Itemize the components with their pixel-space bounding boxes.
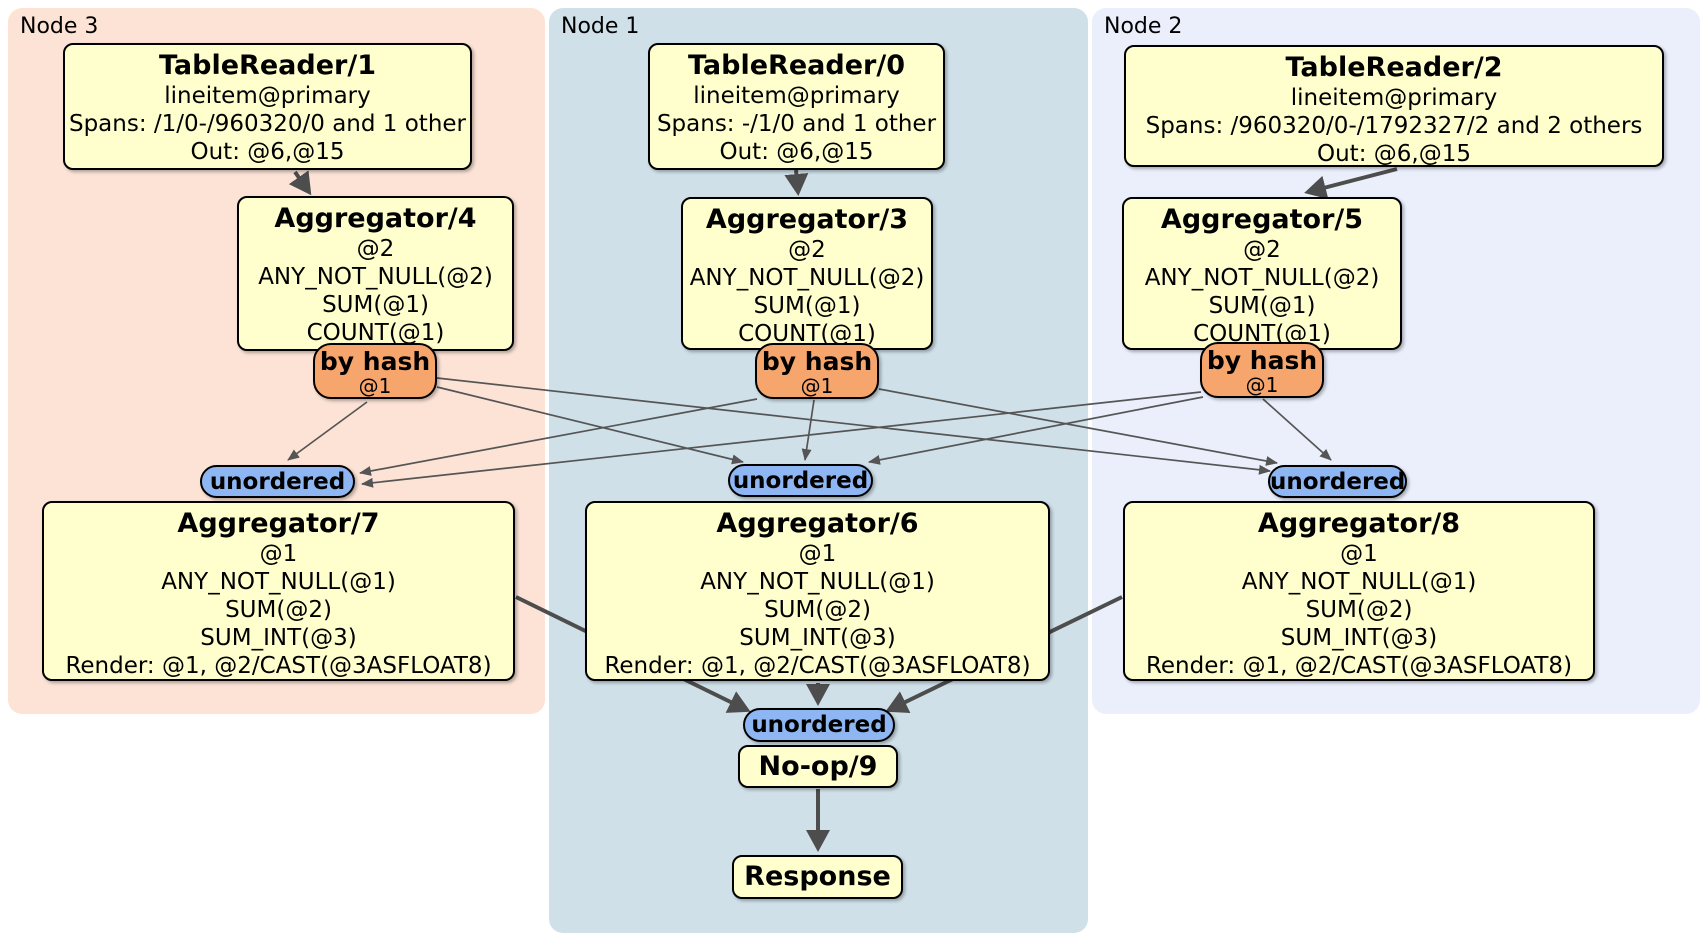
- response-box: Response: [732, 855, 903, 899]
- tablereader-0-spans: Spans: -/1/0 and 1 other: [656, 111, 937, 137]
- tablereader-1-spans: Spans: /1/0-/960320/0 and 1 other: [68, 111, 467, 137]
- aggregator-4-box: Aggregator/4 @2 ANY_NOT_NULL(@2) SUM(@1)…: [237, 196, 514, 351]
- aggregator-6-fn: ANY_NOT_NULL(@1): [700, 569, 935, 595]
- tablereader-1-title: TableReader/1: [159, 50, 376, 81]
- edge-r4-u7: [287, 401, 368, 461]
- tablereader-0-title: TableReader/0: [688, 50, 905, 81]
- edge-tr0-agg3: [784, 169, 809, 196]
- aggregator-6-title: Aggregator/6: [716, 508, 919, 539]
- edge-r5-u8: [1262, 398, 1332, 461]
- tablereader-2-spans: Spans: /960320/0-/1792327/2 and 2 others: [1145, 113, 1643, 139]
- tablereader-0-index: lineitem@primary: [693, 83, 900, 109]
- hash-router-5-key: @1: [1245, 373, 1279, 397]
- aggregator-3-fn: ANY_NOT_NULL(@2): [689, 265, 925, 291]
- tablereader-1-out: Out: @6,@15: [190, 139, 345, 165]
- aggregator-4-fn: ANY_NOT_NULL(@2): [258, 264, 493, 290]
- aggregator-8-box: Aggregator/8 @1 ANY_NOT_NULL(@1) SUM(@2)…: [1123, 501, 1595, 681]
- aggregator-7-fn: SUM_INT(@3): [200, 625, 357, 651]
- aggregator-6-fn: SUM_INT(@3): [739, 625, 896, 651]
- hash-router-3: by hash @1: [755, 343, 879, 399]
- aggregator-6-render: Render: @1, @2/CAST(@3ASFLOAT8): [604, 653, 1031, 679]
- unordered-sync-8: unordered: [1268, 465, 1407, 498]
- edge-r4-u6: [436, 386, 744, 465]
- hash-router-4-label: by hash: [319, 347, 431, 376]
- noop-9-title: No-op/9: [758, 751, 878, 782]
- hash-router-5-label: by hash: [1206, 346, 1318, 375]
- aggregator-7-title: Aggregator/7: [177, 508, 380, 539]
- aggregator-6-fn: SUM(@2): [764, 597, 871, 623]
- hash-router-3-label: by hash: [761, 347, 873, 376]
- aggregator-6-group: @1: [798, 541, 837, 567]
- tablereader-1-index: lineitem@primary: [164, 83, 371, 109]
- tablereader-2-out: Out: @6,@15: [1317, 141, 1471, 167]
- hash-router-5: by hash @1: [1200, 342, 1324, 398]
- tablereader-2-title: TableReader/2: [1285, 52, 1503, 83]
- aggregator-3-fn: COUNT(@1): [738, 321, 876, 347]
- tablereader-1-box: TableReader/1 lineitem@primary Spans: /1…: [63, 43, 472, 170]
- aggregator-8-fn: SUM(@2): [1305, 597, 1413, 623]
- edge-r3-u6: [801, 399, 815, 461]
- edge-tr1-agg4: [288, 170, 312, 196]
- tablereader-0-box: TableReader/0 lineitem@primary Spans: -/…: [648, 43, 945, 170]
- aggregator-3-box: Aggregator/3 @2 ANY_NOT_NULL(@2) SUM(@1)…: [681, 197, 933, 350]
- aggregator-8-title: Aggregator/8: [1257, 508, 1461, 539]
- hash-router-4: by hash @1: [313, 343, 437, 399]
- aggregator-4-title: Aggregator/4: [274, 203, 477, 234]
- hash-router-3-key: @1: [800, 374, 834, 398]
- edge-r3-u8: [878, 388, 1278, 466]
- aggregator-3-fn: SUM(@1): [753, 293, 861, 319]
- tablereader-2-index: lineitem@primary: [1290, 85, 1498, 111]
- aggregator-8-render: Render: @1, @2/CAST(@3ASFLOAT8): [1145, 653, 1573, 679]
- aggregator-3-group: @2: [788, 237, 826, 263]
- aggregator-7-fn: SUM(@2): [225, 597, 332, 623]
- aggregator-7-group: @1: [259, 541, 298, 567]
- aggregator-4-fn: COUNT(@1): [306, 320, 445, 346]
- edge-tr2-agg5: [1304, 167, 1398, 200]
- aggregator-7-box: Aggregator/7 @1 ANY_NOT_NULL(@1) SUM(@2)…: [42, 501, 515, 681]
- router-edges: [287, 377, 1332, 488]
- aggregator-4-fn: SUM(@1): [322, 292, 429, 318]
- node-3-label: Node 3: [20, 14, 99, 39]
- aggregator-3-title: Aggregator/3: [705, 204, 909, 235]
- edge-r3-u7: [359, 398, 758, 476]
- unordered-sync-6: unordered: [728, 464, 873, 497]
- unordered-sync-9: unordered: [743, 708, 895, 742]
- aggregator-5-box: Aggregator/5 @2 ANY_NOT_NULL(@2) SUM(@1)…: [1122, 197, 1402, 350]
- aggregator-6-box: Aggregator/6 @1 ANY_NOT_NULL(@1) SUM(@2)…: [585, 501, 1050, 681]
- edge-r5-u7: [361, 391, 1202, 488]
- edge-r5-u6: [868, 396, 1204, 465]
- edge-r4-u8: [436, 377, 1271, 475]
- aggregator-4-group: @2: [356, 236, 395, 262]
- aggregator-5-title: Aggregator/5: [1160, 204, 1364, 235]
- aggregator-7-render: Render: @1, @2/CAST(@3ASFLOAT8): [65, 653, 492, 679]
- aggregator-5-group: @2: [1243, 237, 1281, 263]
- aggregator-5-fn: SUM(@1): [1208, 293, 1316, 319]
- hash-router-4-key: @1: [358, 374, 392, 398]
- noop-9-box: No-op/9: [738, 745, 898, 788]
- aggregator-8-fn: SUM_INT(@3): [1280, 625, 1438, 651]
- unordered-sync-7: unordered: [200, 465, 355, 498]
- node-2-label: Node 2: [1104, 14, 1183, 39]
- response-title: Response: [744, 861, 891, 892]
- tablereader-0-out: Out: @6,@15: [719, 139, 874, 165]
- aggregator-8-group: @1: [1340, 541, 1378, 567]
- node-1-label: Node 1: [561, 14, 640, 39]
- aggregator-8-fn: ANY_NOT_NULL(@1): [1241, 569, 1477, 595]
- aggregator-7-fn: ANY_NOT_NULL(@1): [161, 569, 396, 595]
- aggregator-5-fn: ANY_NOT_NULL(@2): [1144, 265, 1380, 291]
- tablereader-2-box: TableReader/2 lineitem@primary Spans: /9…: [1124, 45, 1664, 167]
